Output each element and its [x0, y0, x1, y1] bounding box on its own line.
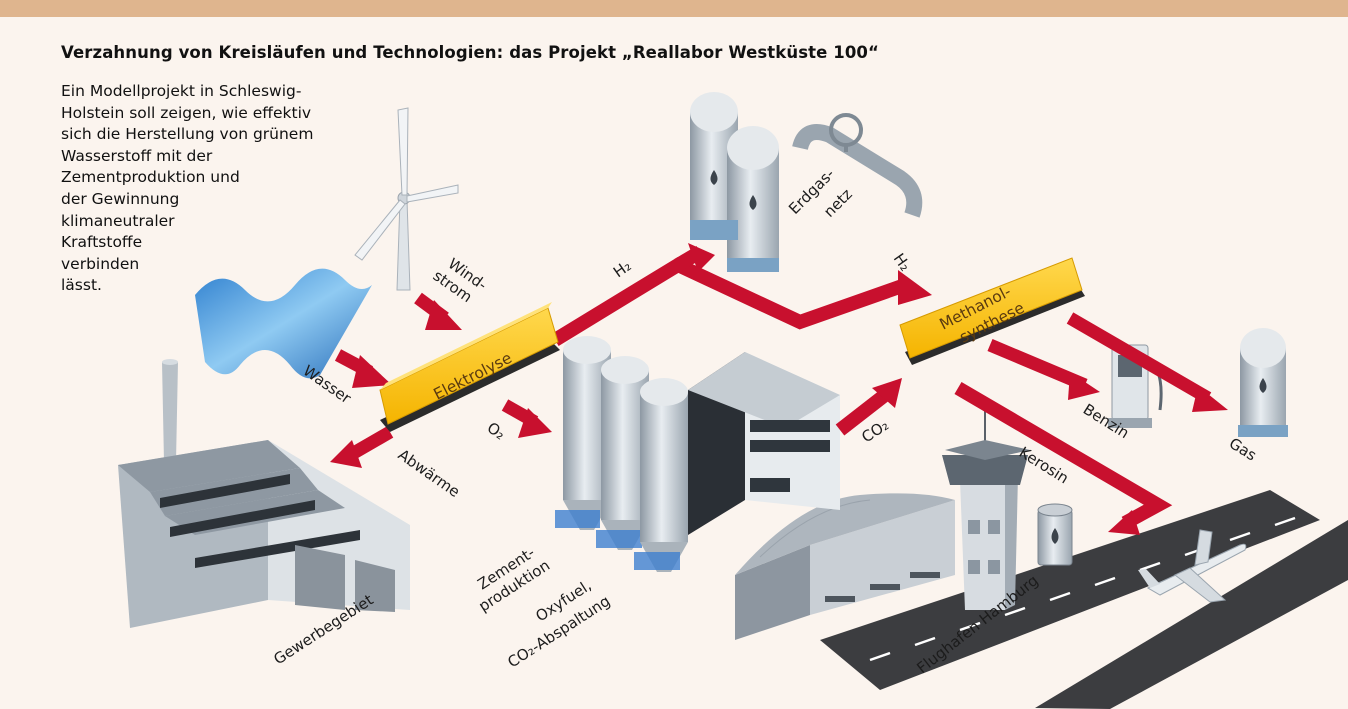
- intro-line: Zementproduktion und: [61, 168, 240, 187]
- control-tower: [942, 410, 1030, 610]
- flow-arrowhead-h2-right: [898, 270, 932, 305]
- flow-arrow-benzin: [987, 339, 1100, 400]
- gas-storage-tanks: [690, 92, 779, 272]
- h2-label-right: H₂: [890, 250, 915, 274]
- intro-line: klimaneutraler: [61, 211, 175, 230]
- intro-line: der Gewinnung: [61, 189, 180, 208]
- methanolsynthese-process: Methanol- synthese: [899, 257, 1085, 365]
- pipeline-valve-icon: [792, 113, 923, 218]
- o2-label: O₂: [484, 419, 509, 444]
- flow-arrows: [330, 243, 1228, 535]
- flow-arrowhead-h2-up: [688, 243, 715, 272]
- water-icon: [195, 268, 372, 379]
- flow-arrow-windstrom: [414, 292, 462, 330]
- factory: [118, 359, 410, 628]
- oxyfuel-plant: [688, 352, 840, 535]
- intro-line: Ein Modellprojekt in Schleswig-: [61, 82, 302, 100]
- intro-line: lässt.: [61, 276, 102, 295]
- wasser-label: Wasser: [300, 362, 355, 408]
- flow-arrow-o2: [501, 399, 552, 438]
- hangar: [735, 493, 955, 640]
- page-title: Verzahnung von Kreisläufen und Technolog…: [61, 43, 879, 62]
- runway: [820, 490, 1348, 709]
- top-color-bar: [0, 0, 1348, 17]
- flow-arrow-abwaerme: [330, 426, 394, 468]
- h2-label-left: H₂: [610, 257, 634, 282]
- flow-arrowhead-kerosin: [1108, 510, 1140, 535]
- flow-arrow-co2: [835, 378, 902, 436]
- elektrolyse-process: Elektrolyse: [379, 302, 560, 432]
- gas-tank-icon: [1238, 328, 1288, 437]
- gas-label: Gas: [1226, 434, 1260, 465]
- erdgasnetz-label-line2: netz: [820, 185, 856, 221]
- intro-line: Holstein soll zeigen, wie effektiv: [61, 103, 312, 122]
- flow-arrow-gas: [1066, 312, 1228, 412]
- flow-arrow-wasser: [334, 349, 392, 388]
- intro-line: Wasserstoff mit der: [61, 146, 213, 165]
- airplane-icon: [1138, 529, 1247, 603]
- fuel-barrel-icon: [1037, 503, 1073, 566]
- flow-arrow-kerosin: [954, 381, 1173, 530]
- intro-text: Ein Modellprojekt in Schleswig- Holstein…: [61, 81, 313, 297]
- abwaerme-label: Abwärme: [395, 446, 463, 501]
- intro-line: Kraftstoffe: [61, 233, 143, 252]
- cement-silos: [555, 336, 688, 572]
- intro-line: sich die Herstellung von grünem: [61, 125, 314, 144]
- wind-turbine-icon: [354, 107, 459, 291]
- intro-line: verbinden: [61, 254, 140, 273]
